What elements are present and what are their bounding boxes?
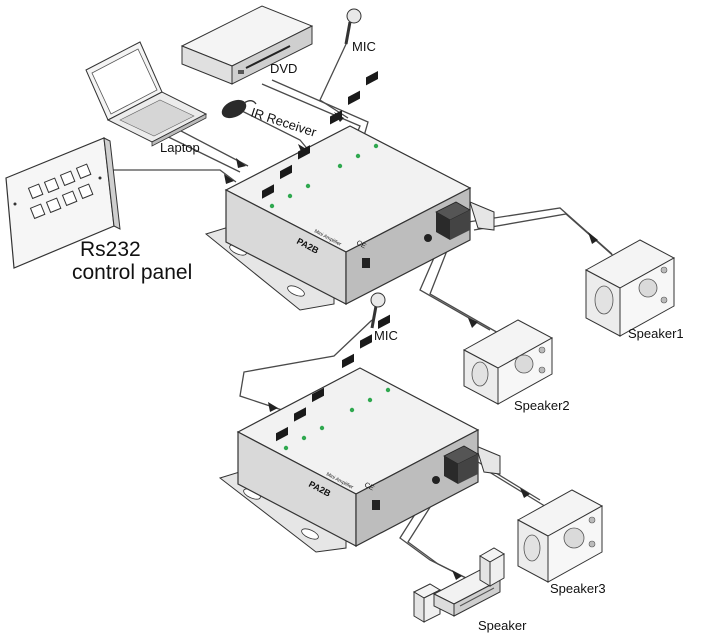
speaker-1 [584, 239, 676, 337]
speaker-bottom-label: Speaker [478, 618, 527, 633]
speaker-2 [462, 319, 554, 405]
mic-top [344, 8, 362, 45]
amp2-leds [283, 387, 391, 451]
mic-bottom-label: MIC [374, 328, 398, 343]
dvd-label: DVD [270, 61, 297, 76]
laptop-label: Laptop [160, 140, 200, 155]
amp2-power-jack [372, 500, 380, 510]
amp1-ir-jack [424, 234, 432, 242]
speaker-bottom [412, 547, 505, 623]
mic-top-label: MIC [352, 39, 376, 54]
ir-receiver-label: IR Receiver [249, 105, 319, 140]
amplifier-1: PA2B Mini Amplifier CE [204, 71, 495, 311]
laptop [85, 41, 208, 147]
amp1-power-jack [362, 258, 370, 268]
amplifier-2: PA2B Mini Amplifier CE [218, 314, 501, 553]
dvd-player [180, 5, 314, 85]
amp2-buttons [276, 314, 390, 442]
amp1-leds [269, 143, 379, 209]
rs232-panel [5, 137, 121, 269]
speaker1-label: Speaker1 [628, 326, 684, 341]
amp1-ce: CE [355, 240, 367, 251]
mic-bottom [370, 292, 386, 329]
rs232-label-line1: Rs232 [80, 238, 141, 261]
speaker2-label: Speaker2 [514, 398, 570, 413]
amp1-buttons [262, 71, 378, 199]
rs232-label-line2: control panel [72, 261, 192, 284]
speaker-3 [516, 489, 604, 583]
speaker3-label: Speaker3 [550, 581, 606, 596]
panel-buttons [27, 163, 94, 220]
ir-receiver [221, 99, 257, 119]
amp2-ir-jack [432, 476, 440, 484]
amp2-ce: CE [363, 482, 375, 493]
